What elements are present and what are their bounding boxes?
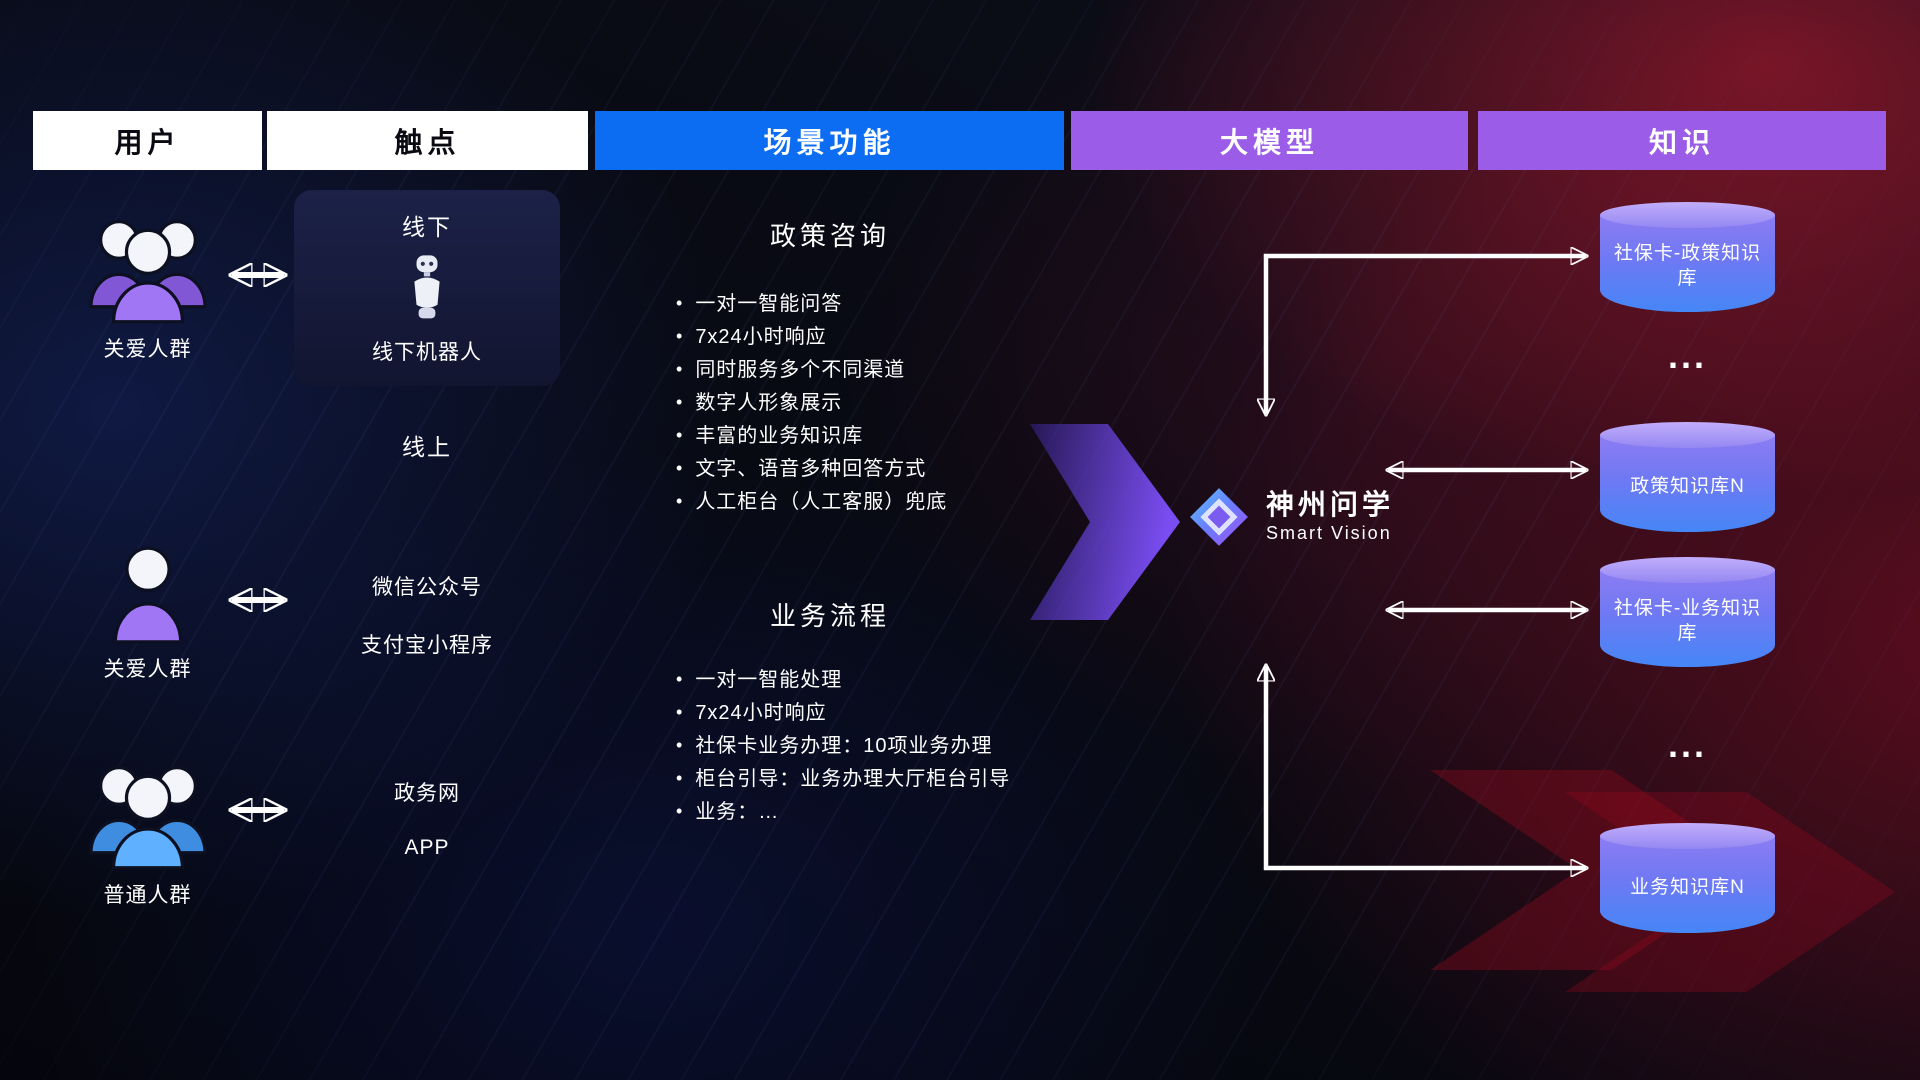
kb-social-business-cylinder: 社保卡-业务知识库	[1600, 557, 1775, 667]
column-header-scenarios: 场景功能	[595, 111, 1064, 170]
column-header-knowledge: 知识	[1478, 111, 1886, 170]
online-title: 线上	[402, 434, 452, 460]
list-item: 7x24小时响应	[676, 321, 947, 354]
kb-ellipsis: ...	[1667, 724, 1707, 765]
list-item: 文字、语音多种回答方式	[676, 453, 947, 486]
user-label: 关爱人群	[103, 338, 192, 361]
cylinder-body	[1600, 836, 1775, 933]
list-item: 业务：…	[676, 796, 1010, 829]
person-icon	[113, 546, 182, 644]
list-item: 7x24小时响应	[676, 697, 1010, 730]
diamond-logo-icon	[1190, 488, 1248, 546]
model-brand: 神州问学 Smart Vision	[1188, 486, 1394, 548]
user-general-group: 普通人群	[60, 758, 235, 909]
kb-label: 业务知识库N	[1630, 876, 1745, 898]
channel-alipay: 支付宝小程序	[361, 634, 493, 657]
people-group-icon	[88, 220, 207, 324]
list-item: 同时服务多个不同渠道	[676, 354, 947, 387]
kb-policy-n-cylinder: 政策知识库N	[1600, 422, 1775, 532]
cylinder-top	[1600, 202, 1775, 228]
user-care-person: 关爱人群	[60, 545, 235, 683]
offline-title: 线下	[402, 214, 452, 240]
channel-wechat: 微信公众号	[372, 576, 482, 599]
model-text: 神州问学 Smart Vision	[1266, 488, 1395, 545]
policy-feature-list: 一对一智能问答 7x24小时响应 同时服务多个不同渠道 数字人形象展示 丰富的业…	[676, 288, 947, 519]
people-group-icon	[88, 766, 207, 870]
cylinder-top	[1600, 823, 1775, 849]
list-item: 社保卡业务办理：10项业务办理	[676, 730, 1010, 763]
robot-icon	[414, 255, 440, 319]
cylinder-top	[1600, 422, 1775, 448]
kb-label: 社保卡-业务知识库	[1613, 598, 1762, 644]
column-header-users: 用户	[33, 111, 262, 170]
column-header-touchpoints: 触点	[267, 111, 588, 170]
section-title-policy: 政策咨询	[769, 221, 890, 251]
user-label: 普通人群	[103, 884, 192, 907]
user-care-group: 关爱人群	[60, 212, 235, 363]
kb-ellipsis: ...	[1667, 335, 1707, 376]
list-item: 一对一智能问答	[676, 288, 947, 321]
offline-touchpoint-card: 线下 线下机器人	[294, 190, 560, 386]
model-subtitle: Smart Vision	[1266, 523, 1392, 544]
offline-robot-label: 线下机器人	[372, 341, 482, 364]
cylinder-top	[1600, 557, 1775, 583]
cylinder-body	[1600, 215, 1775, 312]
business-feature-list: 一对一智能处理 7x24小时响应 社保卡业务办理：10项业务办理 柜台引导：业务…	[676, 664, 1010, 829]
model-name: 神州问学	[1266, 488, 1395, 520]
list-item: 数字人形象展示	[676, 387, 947, 420]
user-label: 关爱人群	[103, 658, 192, 681]
section-title-business: 业务流程	[769, 601, 890, 631]
channel-gov-web: 政务网	[394, 782, 460, 805]
cylinder-body	[1600, 570, 1775, 667]
cylinder-body	[1600, 435, 1775, 532]
list-item: 一对一智能处理	[676, 664, 1010, 697]
list-item: 丰富的业务知识库	[676, 420, 947, 453]
kb-label: 社保卡-政策知识库	[1613, 243, 1762, 289]
list-item: 人工柜台（人工客服）兜底	[676, 486, 947, 519]
channel-app: APP	[404, 836, 450, 859]
column-header-model: 大模型	[1071, 111, 1468, 170]
kb-business-n-cylinder: 业务知识库N	[1600, 823, 1775, 933]
list-item: 柜台引导：业务办理大厅柜台引导	[676, 763, 1010, 796]
kb-label: 政策知识库N	[1630, 475, 1745, 497]
kb-social-policy-cylinder: 社保卡-政策知识库	[1600, 202, 1775, 312]
